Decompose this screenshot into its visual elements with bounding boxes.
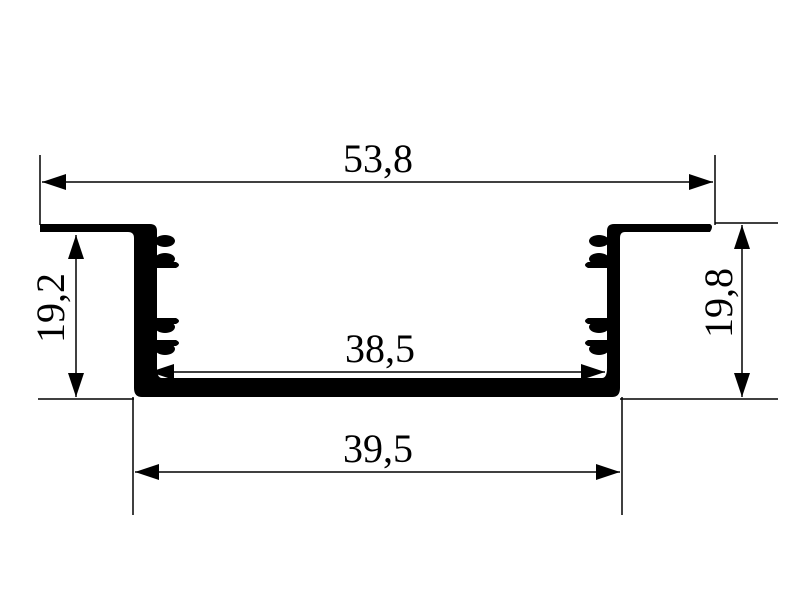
label-inner-width: 38,5 (345, 326, 415, 371)
fin-right-mid-1 (589, 321, 609, 333)
dimension-lines (42, 174, 750, 480)
fin-right-top-2 (589, 253, 609, 265)
label-left-height: 19,2 (28, 273, 73, 343)
fin-left-top-2 (155, 253, 175, 265)
fin-left-mid-2 (155, 343, 175, 355)
fin-left-mid-1 (155, 321, 175, 333)
fin-right-mid-2 (589, 343, 609, 355)
profile-body (40, 224, 712, 397)
extension-lines (38, 155, 778, 515)
label-outer-base-width: 39,5 (343, 426, 413, 471)
fin-left-top-1 (155, 235, 175, 247)
label-right-height: 19,8 (696, 268, 741, 338)
fin-right-top-1 (589, 235, 609, 247)
label-overall-width: 53,8 (343, 136, 413, 181)
aluminium-profile (40, 224, 712, 397)
